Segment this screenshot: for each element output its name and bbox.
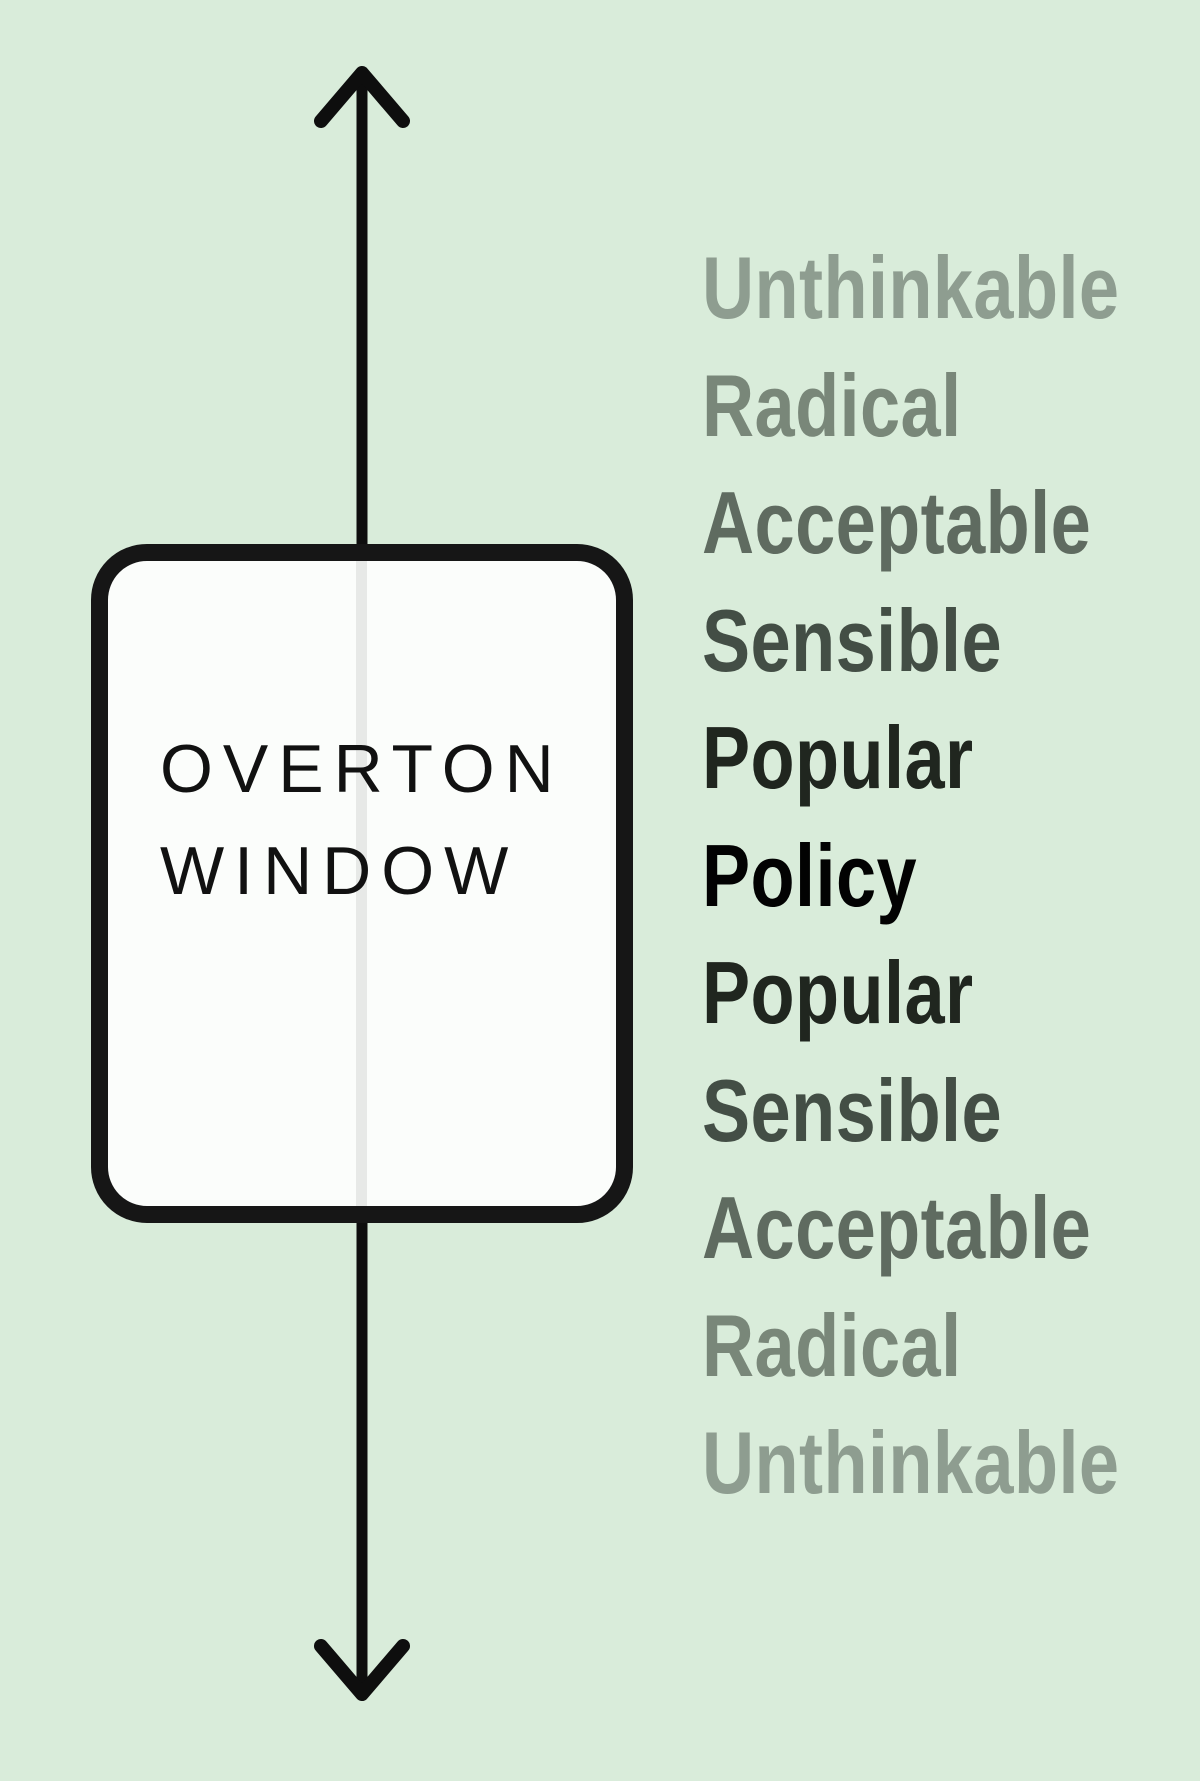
scale-word-3-sensible: Sensible: [702, 590, 1003, 690]
scale-word-6-popular: Popular: [702, 943, 974, 1042]
scale-word-9-radical: Radical: [702, 1295, 962, 1395]
overton-window-label-line1: OVERTON: [160, 731, 564, 807]
axis-line-through-window: [356, 561, 367, 1206]
scale-word-4-popular: Popular: [702, 708, 974, 807]
overton-window-box: OVERTON WINDOW: [91, 544, 633, 1223]
scale-word-2-acceptable: Acceptable: [702, 473, 1092, 572]
scale-word-1-radical: Radical: [702, 355, 962, 455]
overton-window-label-line2: WINDOW: [160, 833, 519, 909]
arrowhead-up-icon: [314, 66, 410, 128]
arrowhead-down-icon: [314, 1639, 410, 1701]
scale-word-7-sensible: Sensible: [702, 1060, 1003, 1160]
overton-window-label: OVERTON WINDOW: [160, 718, 564, 922]
scale-word-10-unthinkable: Unthinkable: [702, 1413, 1120, 1512]
scale-word-0-unthinkable: Unthinkable: [702, 238, 1120, 337]
scale-word-8-acceptable: Acceptable: [702, 1178, 1092, 1277]
scale-word-5-policy: Policy: [702, 825, 918, 925]
